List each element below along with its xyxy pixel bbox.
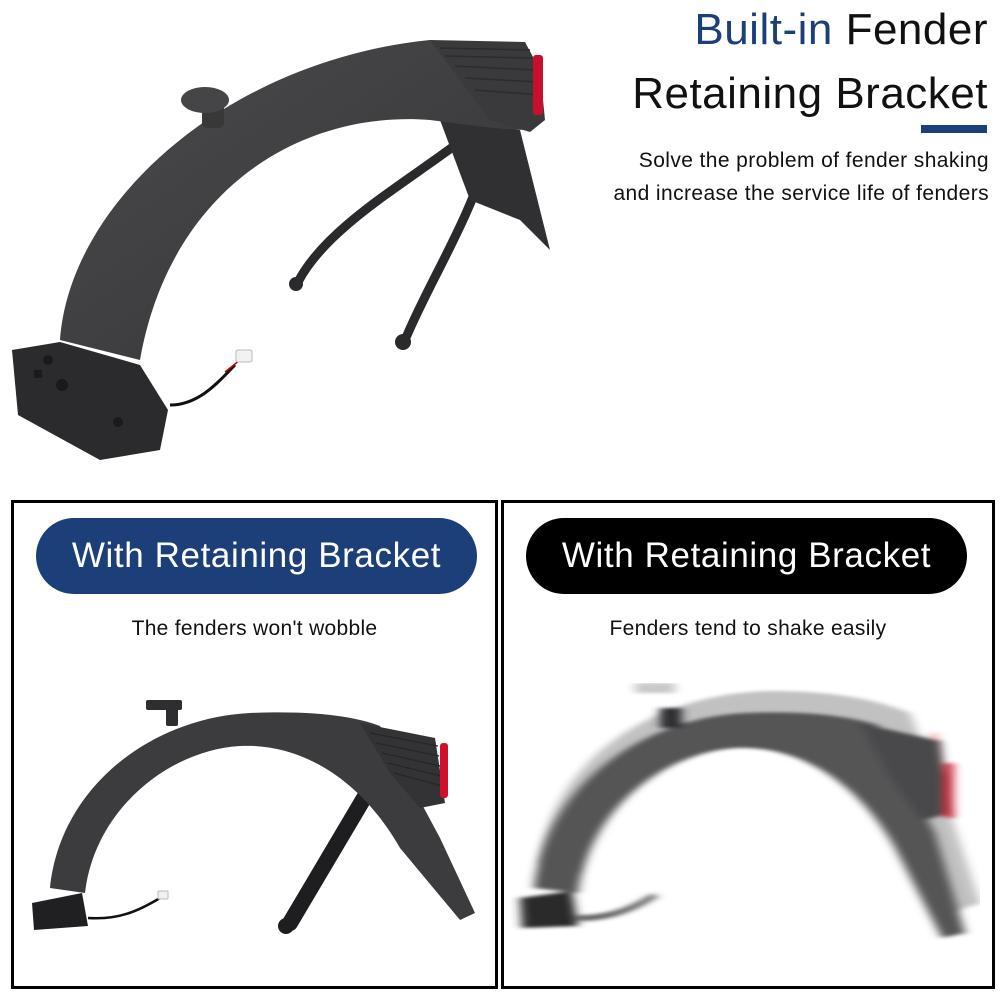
subtitle-line-2: and increase the service life of fenders	[613, 182, 989, 205]
comparison-panel-shaking: With Retaining Bracket Fenders tend to s…	[501, 500, 995, 989]
subtitle-line-1: Solve the problem of fender shaking	[638, 149, 989, 172]
fender-stable-image	[32, 700, 475, 934]
headline-accent: Built-in	[694, 5, 833, 54]
hero-fender-image	[12, 40, 550, 460]
headline-rest: Fender	[832, 5, 988, 54]
headline-line-1: Built-in Fender	[694, 8, 988, 52]
caption-wont-wobble: The fenders won't wobble	[131, 617, 378, 640]
caption-shake-easily: Fenders tend to shake easily	[609, 617, 887, 640]
comparison-panel-with-bracket: With Retaining Bracket The fenders won't…	[11, 500, 498, 989]
fender-shaking-blurred-image	[520, 683, 980, 938]
accent-divider	[921, 125, 987, 133]
headline-line-2: Retaining Bracket	[632, 69, 988, 118]
pill-label-shaking: With Retaining Bracket	[526, 518, 967, 594]
pill-label-with-bracket: With Retaining Bracket	[36, 518, 477, 594]
